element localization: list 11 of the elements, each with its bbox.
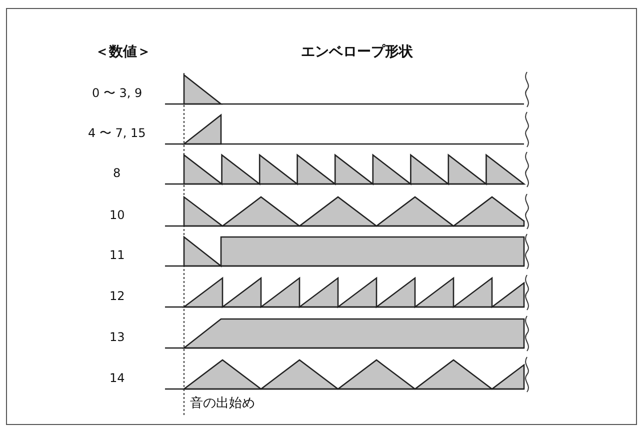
row-label: 11 xyxy=(110,249,125,261)
row-label: 0 〜 3, 9 xyxy=(92,87,142,99)
annotation: 音の出始め xyxy=(190,396,255,410)
row-label: 14 xyxy=(110,372,125,384)
row-label: 8 xyxy=(113,167,121,179)
row-label: 4 〜 7, 15 xyxy=(88,127,146,139)
row-label: 13 xyxy=(110,331,125,343)
column-header: エンベロープ形状 xyxy=(301,45,413,59)
row-label: 10 xyxy=(110,209,125,221)
column-header: ＜数値＞ xyxy=(95,45,151,59)
row-label: 12 xyxy=(110,290,125,302)
